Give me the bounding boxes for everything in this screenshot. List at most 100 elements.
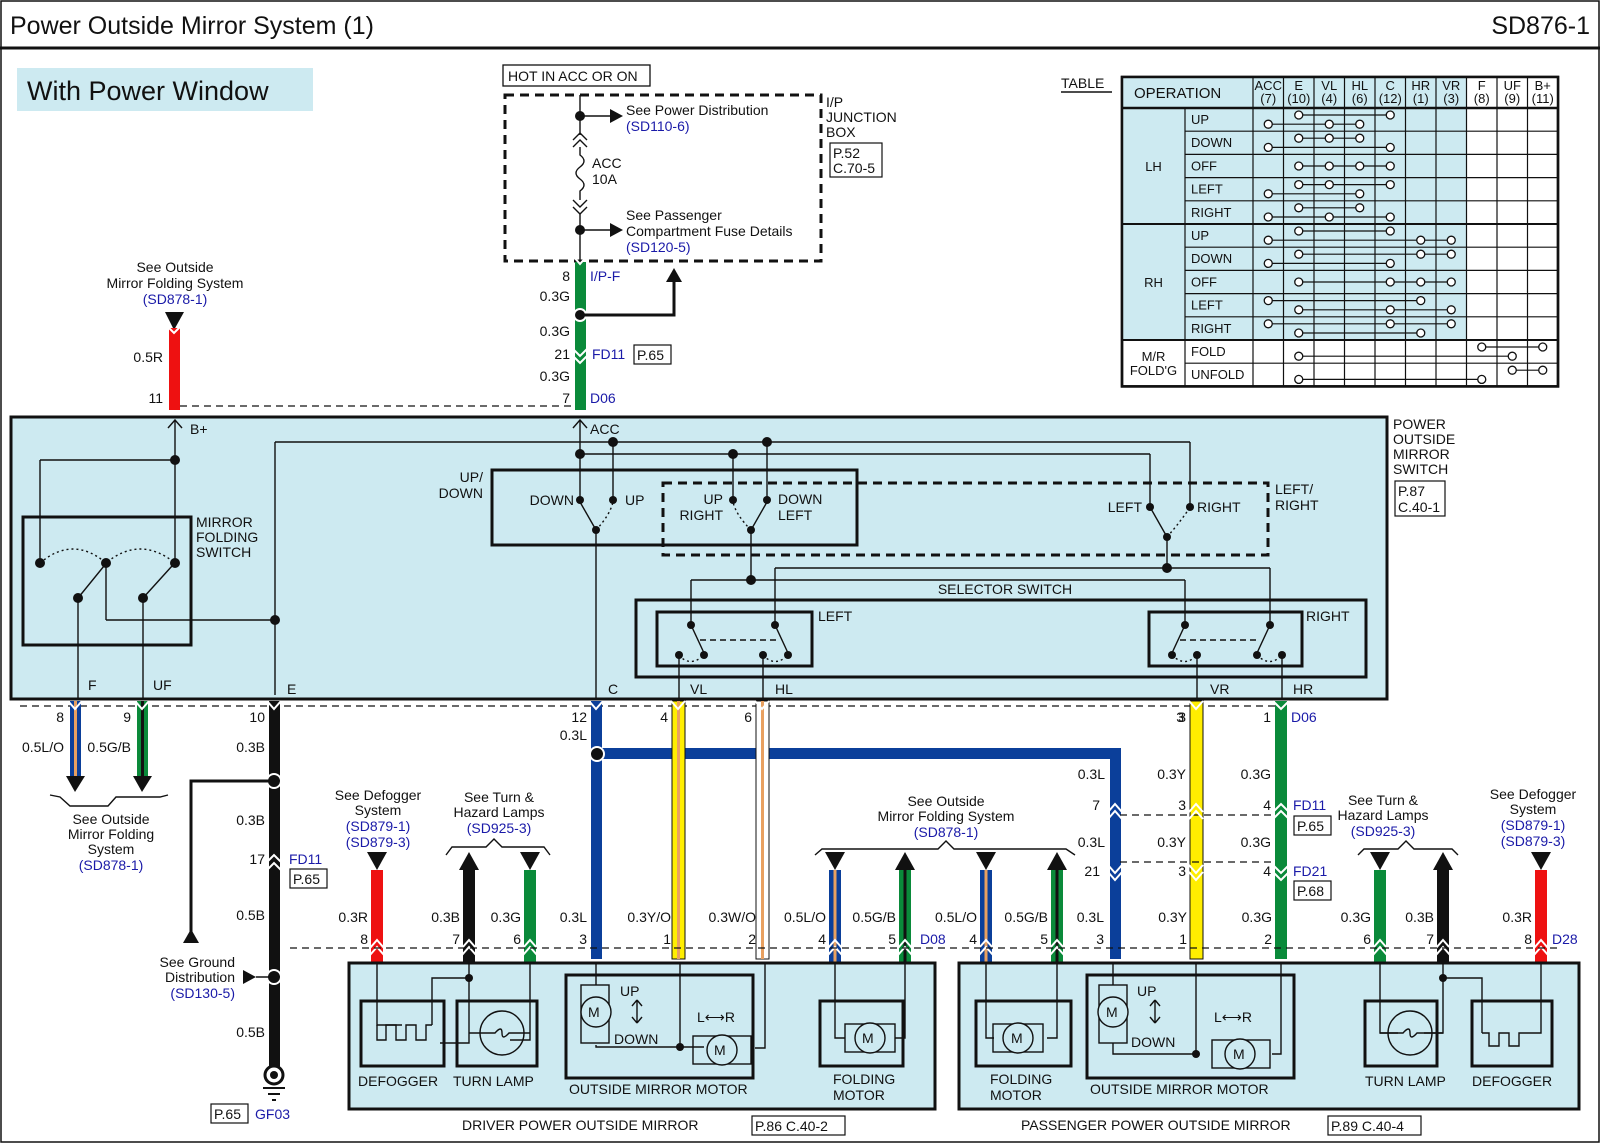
pin-label: 8 xyxy=(562,268,570,284)
outside-mirror-motor xyxy=(1085,973,1296,1080)
wire xyxy=(463,870,475,963)
bplus-see-2: Mirror Folding System xyxy=(107,275,244,291)
motor-m: M xyxy=(1106,1004,1118,1020)
left-right-switch[interactable] xyxy=(661,481,1270,557)
outside-mirror-motor xyxy=(564,973,755,1080)
arrow-up-icon xyxy=(895,852,915,870)
defogger-icon xyxy=(359,999,446,1068)
svg-text:(SD879-1): (SD879-1) xyxy=(1501,817,1566,833)
svg-text:C.70-5: C.70-5 xyxy=(833,160,875,176)
connector-chevron xyxy=(1435,938,1451,956)
pin-label: 3 xyxy=(579,931,587,947)
continuity-terminal xyxy=(1385,319,1395,329)
bplus-ref[interactable]: (SD878-1) xyxy=(143,291,208,307)
continuity-terminal xyxy=(1446,249,1456,259)
hot-label: HOT IN ACC OR ON xyxy=(508,68,638,84)
wire-spec: 0.3G xyxy=(1242,909,1272,925)
continuity-terminal xyxy=(1263,235,1273,245)
pin-label: 7 xyxy=(562,390,570,406)
continuity-terminal xyxy=(1538,365,1548,375)
continuity-terminal xyxy=(1446,319,1456,329)
wire xyxy=(1374,870,1386,963)
continuity-terminal xyxy=(1355,161,1365,171)
svg-text:POWER: POWER xyxy=(1393,416,1446,432)
driver-mirror-title: DRIVER POWER OUTSIDE MIRROR xyxy=(462,1117,698,1133)
table-row-operation: LEFT xyxy=(1191,298,1223,313)
continuity-terminal xyxy=(1263,295,1273,306)
connector-chevron xyxy=(1372,938,1388,956)
table-column-pin: (6) xyxy=(1352,91,1368,106)
up-down-label: UP/ xyxy=(460,469,483,485)
arrow-down-icon xyxy=(976,852,996,870)
pin-label: 21 xyxy=(554,346,570,362)
page-title: Power Outside Mirror System (1) xyxy=(10,12,374,40)
table-row-operation: DOWN xyxy=(1191,135,1232,150)
table-column-header: B+ xyxy=(1535,78,1551,93)
variant-banner-text: With Power Window xyxy=(27,76,269,106)
variant-banner xyxy=(17,68,313,111)
selector-right[interactable] xyxy=(1147,610,1304,668)
connector-chevron xyxy=(522,938,538,956)
continuity-terminal xyxy=(1324,133,1334,143)
arrow-down-icon xyxy=(825,852,845,870)
svg-text:F: F xyxy=(88,677,97,693)
wire-spec: 0.5B xyxy=(236,907,265,923)
up-down-switch[interactable] xyxy=(490,468,859,547)
power-dist-ref[interactable]: (SD110-6) xyxy=(626,118,690,134)
svg-text:System: System xyxy=(355,802,402,818)
mirror-folding-switch[interactable] xyxy=(21,515,193,647)
continuity-terminal xyxy=(1263,258,1273,269)
svg-text:Mirror Folding System: Mirror Folding System xyxy=(878,808,1015,824)
svg-text:(SD925-3): (SD925-3) xyxy=(467,820,532,836)
selector-left[interactable] xyxy=(655,610,814,668)
fold-ref-text: See Outside xyxy=(72,811,149,827)
ground-see-text: See Ground xyxy=(160,954,236,970)
ground-id: GF03 xyxy=(255,1106,290,1122)
power-outside-mirror-switch xyxy=(9,415,1389,701)
svg-text:UF: UF xyxy=(153,677,172,693)
pin-label: 6 xyxy=(1363,931,1371,947)
turn-lamp-label: TURN LAMP xyxy=(453,1073,534,1089)
page-ref: P.65 xyxy=(637,347,664,363)
down-label: DOWN xyxy=(614,1031,658,1047)
connector-chevron xyxy=(897,938,913,956)
svg-text:C: C xyxy=(608,681,618,697)
connector-chevron xyxy=(1049,938,1065,956)
mirror-folding-label: FOLDING xyxy=(196,529,258,545)
wire xyxy=(524,870,536,963)
continuity-terminal xyxy=(1385,226,1395,236)
folding-motor xyxy=(818,999,905,1068)
passenger-fuse-ref[interactable]: (SD120-5) xyxy=(626,239,691,255)
continuity-terminal xyxy=(1263,189,1273,199)
arrow-up-icon xyxy=(666,268,682,282)
continuity-terminal xyxy=(1294,249,1304,259)
fold-ref-link[interactable]: (SD878-1) xyxy=(79,857,144,873)
hot-label-box xyxy=(502,64,651,87)
folding-motor-label: MOTOR xyxy=(990,1087,1042,1103)
selector-switch[interactable] xyxy=(634,598,1368,679)
wire-stripe xyxy=(1055,870,1059,963)
connector-chevron xyxy=(461,938,477,956)
wire-spec: 0.3R xyxy=(338,909,368,925)
table-column-header: C xyxy=(1386,78,1395,93)
continuity-terminal xyxy=(1416,235,1426,245)
continuity-terminal xyxy=(1263,142,1273,153)
table-column-header: ACC xyxy=(1255,78,1282,93)
continuity-terminal xyxy=(1294,305,1304,315)
table-column-pin: (11) xyxy=(1532,91,1554,106)
arrow-up-icon xyxy=(459,852,479,870)
fuse-rating: 10A xyxy=(592,171,618,187)
table-column-header: UF xyxy=(1504,78,1521,93)
junction-box-label: I/P JUNCTION BOX P.52 C.70-5 xyxy=(826,94,897,178)
continuity-terminal xyxy=(1416,277,1426,287)
power-dist-text: See Power Distribution xyxy=(626,102,768,118)
svg-text:VL: VL xyxy=(690,681,707,697)
pin-label: 1 xyxy=(1179,931,1187,947)
defogger-label: DEFOGGER xyxy=(1472,1073,1552,1089)
ground-ref-link[interactable]: (SD130-5) xyxy=(170,985,235,1001)
continuity-terminal xyxy=(1294,226,1304,236)
svg-text:See Defogger: See Defogger xyxy=(335,787,422,803)
driver-mirror-internals xyxy=(359,963,906,1080)
arrow-up-icon xyxy=(1047,852,1067,870)
arrow-right-icon xyxy=(610,109,623,123)
